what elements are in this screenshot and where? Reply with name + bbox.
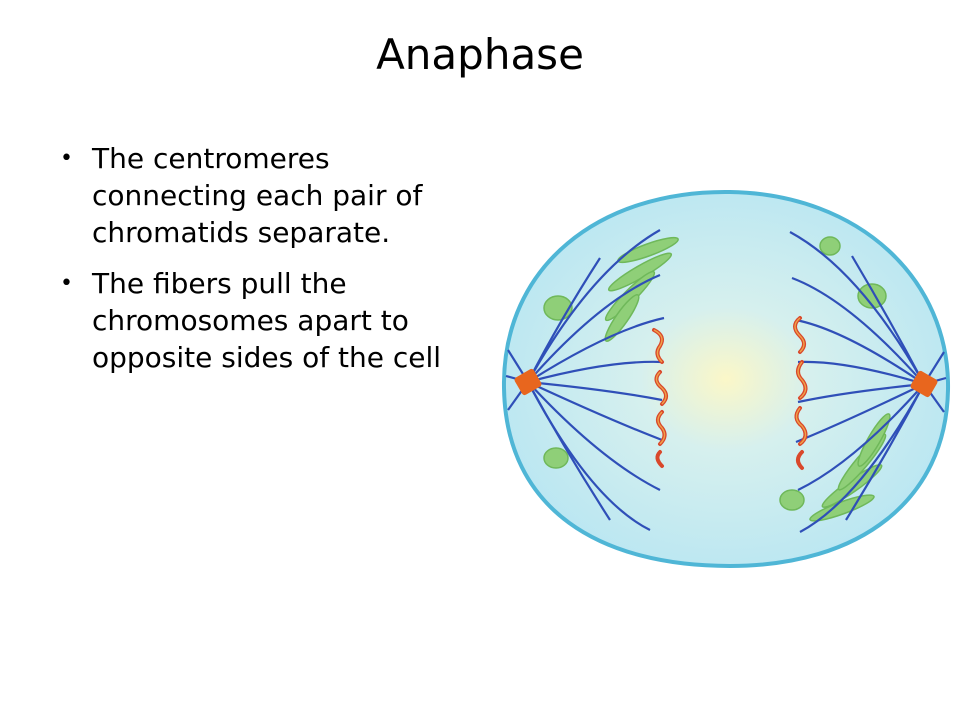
bullet-text: The centromeres connecting each pair of … <box>92 142 423 249</box>
anaphase-cell-illustration <box>501 189 951 569</box>
centrosome-left <box>514 368 542 396</box>
slide-title: Anaphase <box>376 30 584 79</box>
bullet-dot-icon: • <box>60 271 73 296</box>
bullet-text: The fibers pull the chromosomes apart to… <box>92 267 442 374</box>
bullet-item: • The fibers pull the chromosomes apart … <box>60 265 460 376</box>
bullet-dot-icon: • <box>60 146 73 171</box>
centrosome-right <box>910 370 938 398</box>
chromosomes-left-highlight <box>653 329 667 445</box>
bullet-item: • The centromeres connecting each pair o… <box>60 140 460 251</box>
bullet-list: • The centromeres connecting each pair o… <box>60 140 460 390</box>
cell-membrane <box>501 189 951 569</box>
spindle-fibers-right <box>789 231 947 533</box>
chromosomes-right-highlight <box>794 317 807 445</box>
